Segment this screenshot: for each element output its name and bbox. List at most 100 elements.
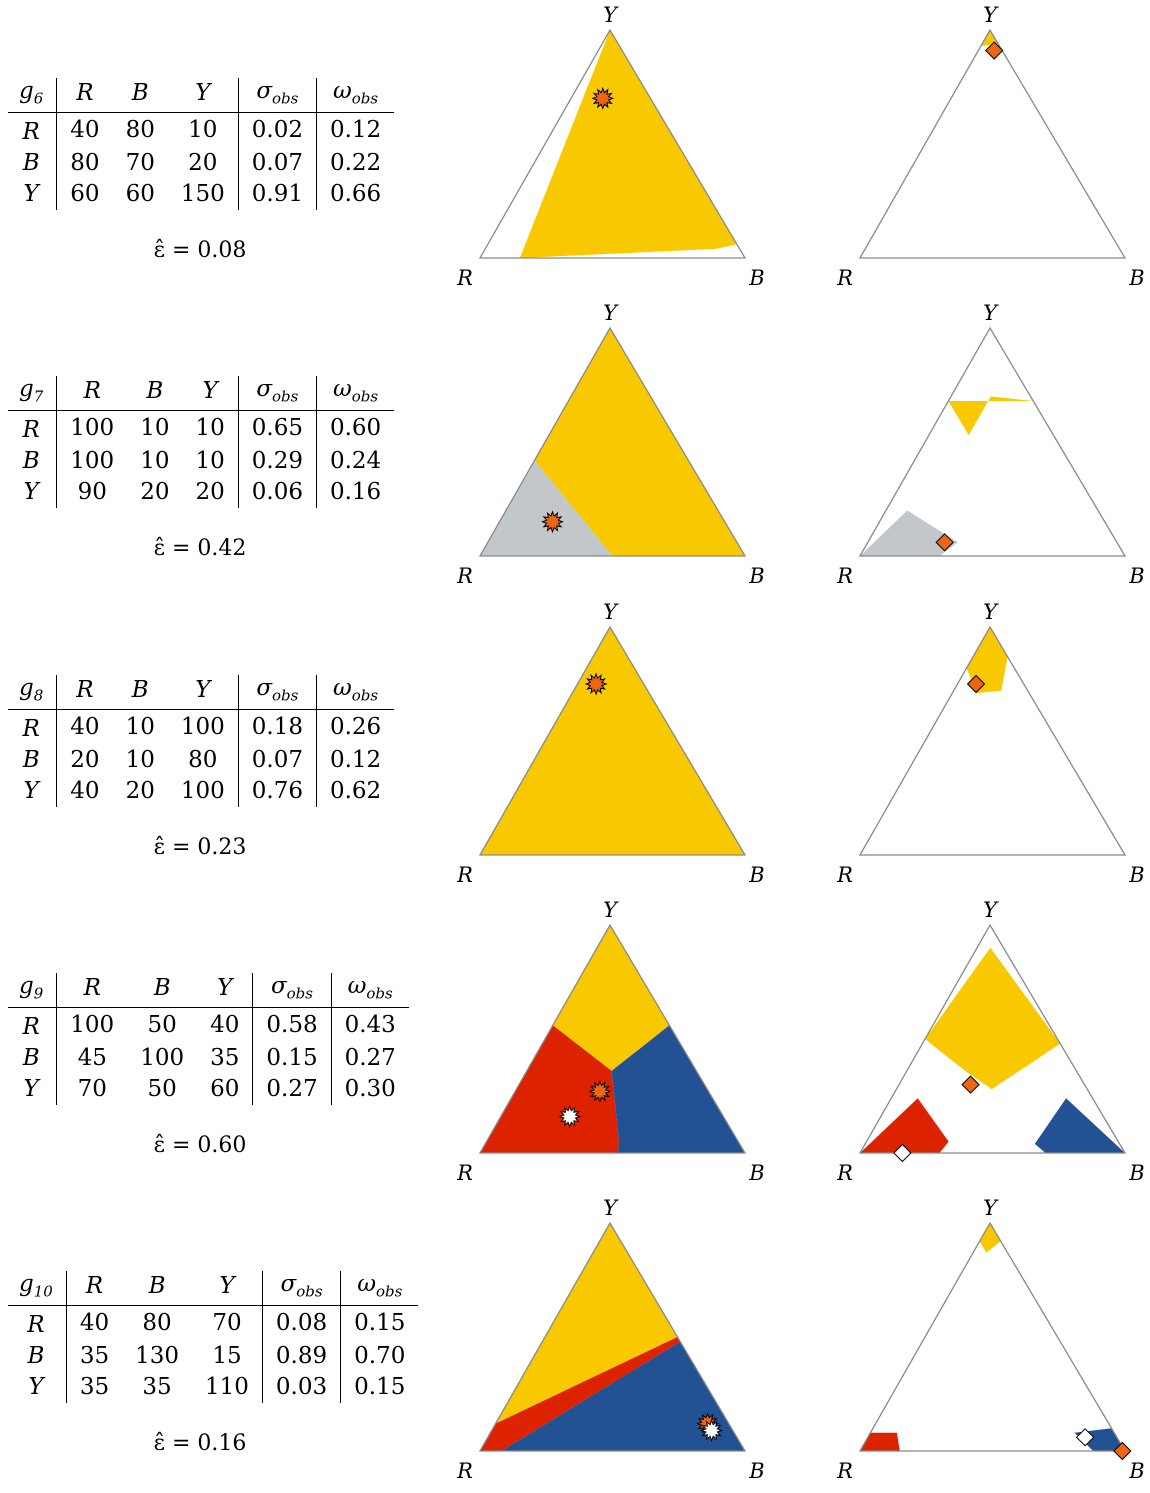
observed-diamond-marker [1075, 1428, 1095, 1447]
omega-cell: 0.12 [315, 744, 395, 776]
vertex-label-left: R [836, 564, 853, 588]
payoff-table-g6: g6 R B Y σobs ωobs R 40 80 10 0.02 0.12 … [8, 78, 408, 210]
sigma-cell: 0.15 [252, 1042, 332, 1074]
payoff-cell: 20 [70, 746, 100, 773]
simplex-outline [858, 326, 1127, 557]
omega-symbol: ω [333, 376, 352, 402]
table-row: B 80 70 20 0.07 0.22 [8, 147, 395, 179]
sigma-symbol: σ [256, 78, 273, 104]
col-header-omega: ωobs [340, 1271, 419, 1306]
table-row: Y 60 60 150 0.91 0.66 [8, 178, 395, 210]
vertex-label-left: R [836, 863, 853, 887]
table-row: R 100 50 40 0.58 0.43 [8, 1007, 409, 1043]
sigma-cell: 0.07 [237, 147, 317, 179]
payoff-cell: 100 [70, 1011, 115, 1038]
vertex-label-right: B [1128, 266, 1144, 290]
vertex-label-top: Y [983, 898, 999, 922]
sigma-cell: 0.06 [237, 476, 317, 508]
col-header-omega: ωobs [315, 376, 395, 411]
sigma-cell: 0.03 [261, 1371, 341, 1403]
payoff-cell: 20 [140, 478, 170, 505]
payoff-cell: 40 [70, 777, 100, 804]
row-label: R [8, 1007, 58, 1043]
game-row-g7: g7 R B Y σobs ωobs R 100 10 10 0.65 0.60… [0, 298, 1150, 598]
row-label: B [8, 1042, 58, 1074]
col-header-r: R [56, 675, 113, 710]
observed-diamond-marker [893, 1143, 912, 1163]
col-header-y: Y [167, 78, 239, 113]
game-name-main: g [19, 78, 34, 104]
region-left-g7-0 [480, 460, 613, 556]
sigma-sub: obs [272, 89, 299, 108]
region-left-g9-0 [552, 925, 670, 1071]
omega-sub: obs [375, 1282, 403, 1301]
row-label: R [8, 112, 58, 148]
game-name: g8 [8, 675, 58, 710]
epsilon-value: ε̂ = 0.23 [153, 835, 247, 860]
equilibrium-star-marker [541, 510, 564, 534]
omega-sub: obs [351, 686, 379, 705]
region-left-g9-1 [480, 1025, 619, 1153]
payoff-cell: 10 [188, 116, 218, 143]
equilibrium-star-marker [588, 1079, 612, 1103]
payoff-cell: 70 [125, 149, 155, 176]
simplex-outline [478, 1221, 747, 1452]
col-header-r: R [56, 376, 128, 411]
vertex-label-right: B [1128, 1459, 1144, 1483]
table-row: B 100 10 10 0.29 0.24 [8, 445, 395, 477]
observed-diamond-marker [984, 41, 1004, 60]
col-header-b: B [127, 973, 198, 1008]
game-row-g6: g6 R B Y σobs ωobs R 40 80 10 0.02 0.12 … [0, 0, 1150, 300]
sigma-sub: obs [286, 984, 313, 1003]
equilibrium-star-marker [700, 1419, 724, 1442]
payoff-cell: 110 [205, 1373, 249, 1400]
row-label: B [8, 744, 58, 776]
payoff-matrix: g6 R B Y σobs ωobs R 40 80 10 0.02 0.12 … [8, 78, 395, 210]
sigma-sub: obs [296, 1282, 323, 1301]
payoff-table-g8: g8 R B Y σobs ωobs R 40 10 100 0.18 0.26… [8, 675, 408, 807]
game-name-sub: 8 [33, 686, 44, 705]
payoff-cell: 70 [212, 1309, 242, 1336]
payoff-matrix: g9 R B Y σobs ωobs R 100 50 40 0.58 0.43… [8, 973, 409, 1105]
col-header-r: R [66, 1271, 123, 1306]
payoff-cell: 10 [125, 746, 155, 773]
omega-cell: 0.30 [330, 1073, 409, 1105]
sigma-symbol: σ [280, 1271, 297, 1297]
vertex-label-right: B [748, 863, 764, 887]
payoff-cell: 20 [195, 478, 225, 505]
col-header-sigma: σobs [237, 376, 317, 411]
observed-diamond-marker [935, 533, 954, 552]
region-right-g9-1 [860, 1098, 949, 1153]
payoff-cell: 35 [142, 1373, 172, 1400]
simplex-outline [478, 28, 747, 259]
vertex-label-top: Y [603, 3, 619, 27]
sigma-sub: obs [272, 686, 299, 705]
payoff-matrix: g7 R B Y σobs ωobs R 100 10 10 0.65 0.60… [8, 376, 395, 508]
game-name-sub: 9 [33, 984, 44, 1003]
payoff-cell: 150 [180, 180, 225, 207]
payoff-cell: 20 [188, 149, 218, 176]
game-name-main: g [19, 1271, 34, 1297]
payoff-table-g10: g10 R B Y σobs ωobs R 40 80 70 0.08 0.15… [8, 1271, 419, 1403]
payoff-cell: 35 [79, 1342, 110, 1369]
omega-symbol: ω [347, 973, 367, 999]
omega-sub: obs [366, 984, 393, 1003]
omega-symbol: ω [333, 675, 352, 701]
payoff-cell: 40 [210, 1011, 240, 1038]
payoff-cell: 80 [125, 116, 155, 143]
col-header-sigma: σobs [237, 675, 317, 710]
payoff-cell: 40 [70, 116, 100, 143]
col-header-b: B [127, 376, 183, 411]
simplex-outline [858, 625, 1127, 856]
region-right-g9-0 [925, 947, 1061, 1090]
simplex-outline [478, 625, 747, 856]
col-header-r: R [56, 973, 128, 1008]
vertex-label-top: Y [603, 1196, 619, 1220]
vertex-label-top: Y [983, 301, 999, 325]
row-label: Y [8, 1371, 67, 1403]
omega-cell: 0.24 [315, 445, 395, 477]
sigma-cell: 0.07 [237, 744, 317, 776]
payoff-cell: 70 [77, 1075, 107, 1102]
